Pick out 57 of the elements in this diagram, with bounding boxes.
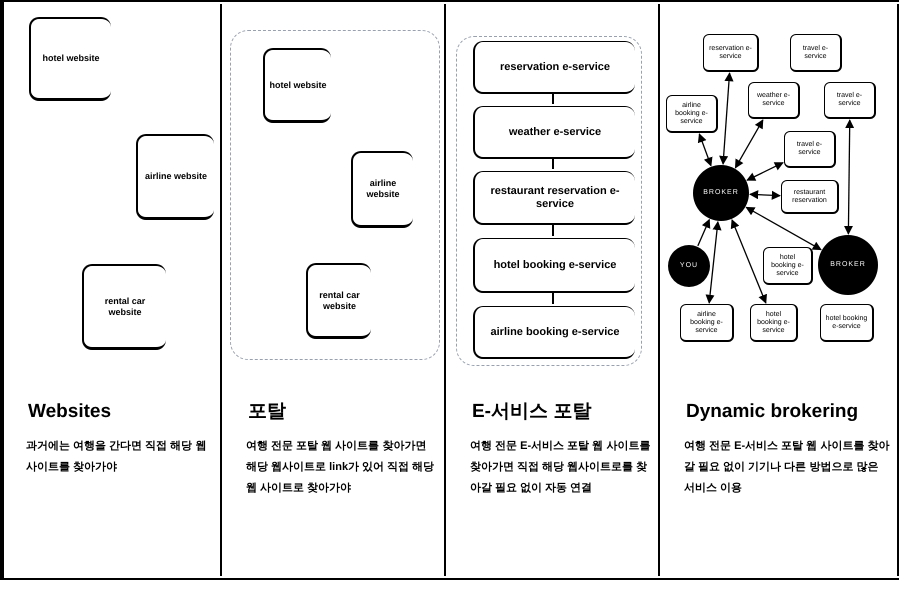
box-label: airline website [144,171,208,182]
box-label: hotel website [269,80,326,90]
service-box [473,106,635,159]
arrow [698,133,712,167]
arrow [745,206,822,250]
box-label: restaurant reservation e-service [490,184,620,210]
arrow [746,162,784,181]
service-box [790,34,842,72]
service-box [473,306,635,359]
panel-description: 여행 전문 E-서비스 포탈 웹 사이트를 찾아가면 직접 해당 웹사이트로를 찾아갈 필요 없이 자동 연결 [470,439,652,496]
box-label: airline booking e-service [490,326,620,338]
service-box [763,247,813,285]
arrow [730,219,767,304]
service-box [29,17,111,101]
panel-heading: 포탈 [248,400,286,424]
box-label: hotel booking e-service [494,258,616,272]
service-box [306,263,371,339]
service-box [136,134,214,220]
connector-line [552,225,554,236]
box-label: weather e-service [508,126,602,138]
panel-heading: E-서비스 포탈 [472,400,592,424]
service-box [824,82,876,119]
arrow [706,220,722,304]
service-box [473,238,635,293]
arrow [719,72,734,165]
arrow [749,190,781,200]
service-box [473,171,635,225]
dashed-frame [230,30,440,360]
dashed-frame [456,36,642,366]
box-label: hotel website [42,53,100,64]
connector-line [552,293,554,304]
service-box [784,131,836,168]
panel-description: 여행 전문 포탈 웹 사이트를 찾아가면 해당 웹사이트로 link가 있어 직접 해당 웹 사이트로 찾아가야 [246,439,436,496]
service-box [703,34,759,72]
service-box [748,82,800,119]
service-box [473,41,635,94]
service-box [263,48,331,123]
panel-heading: Websites [28,400,112,424]
arrow [734,119,764,169]
panel-heading: Dynamic brokering [686,400,858,424]
arrow [844,119,854,235]
panel-description: 과거에는 여행을 간다면 직접 해당 웹사이트를 찾아가야 [26,439,208,475]
arrow [697,218,710,246]
box-label: airline website [365,178,400,200]
service-box [351,151,413,228]
service-box [680,304,734,342]
service-box [781,180,839,214]
box-label: reservation e-service [500,60,610,74]
service-box [82,264,166,350]
panel-description: 여행 전문 E-서비스 포탈 웹 사이트를 찾아갈 필요 없이 기기나 다른 방법으로 많은 서비스 이용 [684,439,890,496]
connector-line [552,159,554,169]
service-box [750,304,798,342]
box-label: rental car website [104,296,146,318]
box-label: rental car website [318,290,361,312]
connector-line [552,94,554,104]
service-box [666,95,718,133]
service-box [820,304,874,342]
